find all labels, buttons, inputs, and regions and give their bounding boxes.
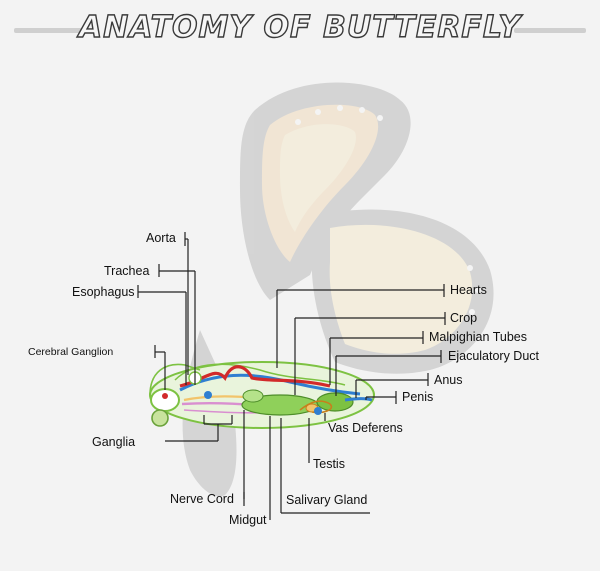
label-vas-deferens: Vas Deferens (328, 421, 403, 435)
label-crop: Crop (450, 311, 478, 325)
label-esophagus: Esophagus (72, 285, 135, 299)
label-hearts: Hearts (450, 283, 487, 297)
page-title: ANATOMY OF BUTTERFLY (78, 9, 522, 45)
butterfly-body-anatomy (149, 361, 375, 429)
title-banner: ANATOMY OF BUTTERFLY (0, 0, 600, 60)
title-bar-left (14, 28, 84, 33)
label-penis: Penis (402, 390, 434, 404)
label-ganglia: Ganglia (92, 435, 136, 449)
label-testis: Testis (313, 457, 345, 471)
label-midgut: Midgut (229, 513, 267, 527)
title-bar-right (514, 28, 586, 33)
label-anus: Anus (434, 373, 463, 387)
label-aorta: Aorta (146, 231, 176, 245)
label-salivary-gland: Salivary Gland (286, 493, 368, 507)
label-trachea: Trachea (104, 264, 150, 278)
label-malpighian-tubes: Malpighian Tubes (429, 330, 527, 344)
label-nerve-cord: Nerve Cord (170, 492, 234, 506)
leader-lines (137, 232, 446, 520)
label-ejaculatory-duct: Ejaculatory Duct (448, 349, 540, 363)
label-cerebral-ganglion: Cerebral Ganglion (28, 346, 114, 358)
